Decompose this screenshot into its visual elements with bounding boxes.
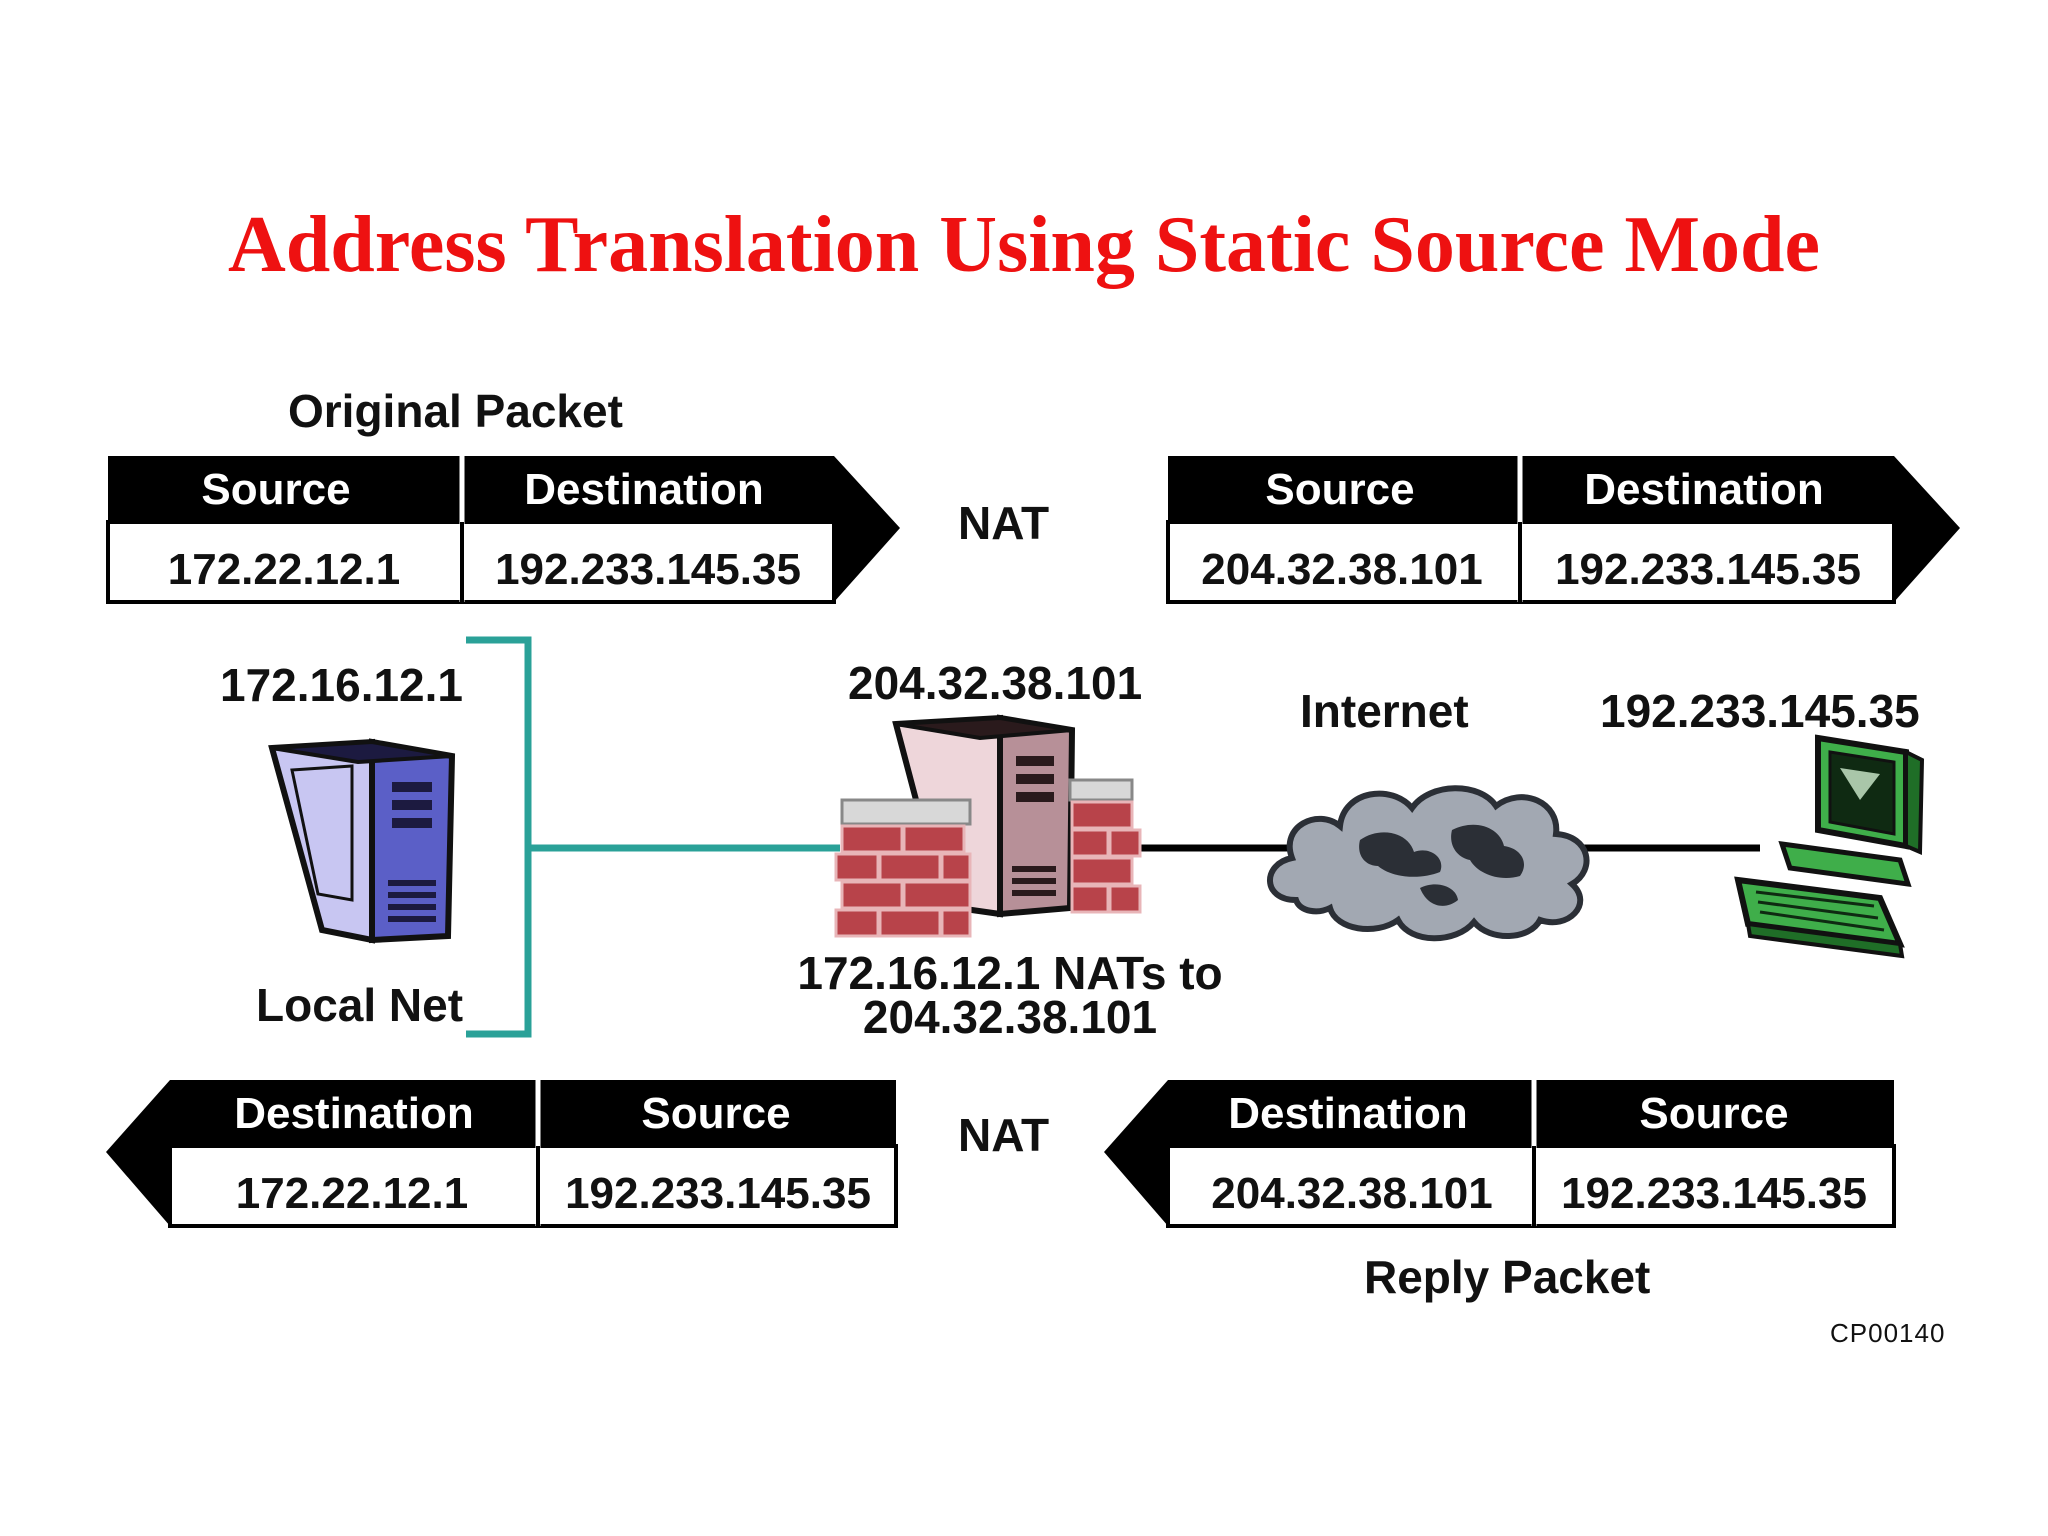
header-destination: Destination (1228, 1089, 1468, 1138)
nat-label-top: NAT (958, 497, 1050, 549)
page-title: Address Translation Using Static Source … (228, 201, 1820, 289)
arrow-body (1104, 1080, 1894, 1226)
original-packet-arrow: Source Destination 172.22.12.1 192.233.1… (106, 456, 900, 604)
reply-packet-local-arrow: Destination Source 172.22.12.1 192.233.1… (106, 1080, 898, 1228)
value-destination: 192.233.145.35 (495, 545, 801, 594)
remote-computer-icon (1734, 734, 1925, 959)
local-server-icon (268, 738, 456, 944)
value-destination: 204.32.38.101 (1211, 1169, 1492, 1218)
value-row (168, 1144, 898, 1228)
arrow-body (108, 456, 900, 602)
local-net-label: Local Net (256, 979, 464, 1031)
value-source: 192.233.145.35 (1561, 1169, 1867, 1218)
value-row (1166, 1144, 1896, 1228)
reply-packet-arrow: Destination Source 204.32.38.101 192.233… (1104, 1080, 1896, 1228)
header-source: Source (641, 1089, 790, 1138)
firewall-ip: 204.32.38.101 (848, 657, 1143, 709)
internet-label: Internet (1300, 685, 1469, 737)
local-host-ip: 172.16.12.1 (220, 659, 464, 711)
internet-cloud-icon (1267, 785, 1590, 942)
value-destination: 192.233.145.35 (1555, 545, 1861, 594)
header-source: Source (201, 465, 350, 514)
value-destination: 172.22.12.1 (236, 1169, 468, 1218)
reply-packet-label: Reply Packet (1364, 1251, 1651, 1303)
remote-host-ip: 192.233.145.35 (1600, 685, 1920, 737)
original-packet-label: Original Packet (288, 385, 623, 437)
value-source: 192.233.145.35 (565, 1169, 871, 1218)
value-row (106, 520, 836, 604)
arrow-body (106, 1080, 896, 1226)
value-source: 204.32.38.101 (1201, 545, 1482, 594)
figure-id: CP00140 (1830, 1318, 1946, 1348)
arrow-body (1168, 456, 1960, 602)
header-destination: Destination (1584, 465, 1824, 514)
header-source: Source (1639, 1089, 1788, 1138)
nat-note-line2: 204.32.38.101 (862, 991, 1158, 1043)
translated-packet-arrow: Source Destination 204.32.38.101 192.233… (1166, 456, 1960, 604)
nat-note-line1: 172.16.12.1 NATs to (797, 947, 1223, 999)
firewall-icon (834, 714, 1142, 938)
local-net-bracket (466, 636, 532, 1038)
header-destination: Destination (234, 1089, 474, 1138)
value-row (1166, 520, 1896, 604)
header-destination: Destination (524, 465, 764, 514)
nat-label-bottom: NAT (958, 1109, 1050, 1161)
header-source: Source (1265, 465, 1414, 514)
value-source: 172.22.12.1 (168, 545, 400, 594)
